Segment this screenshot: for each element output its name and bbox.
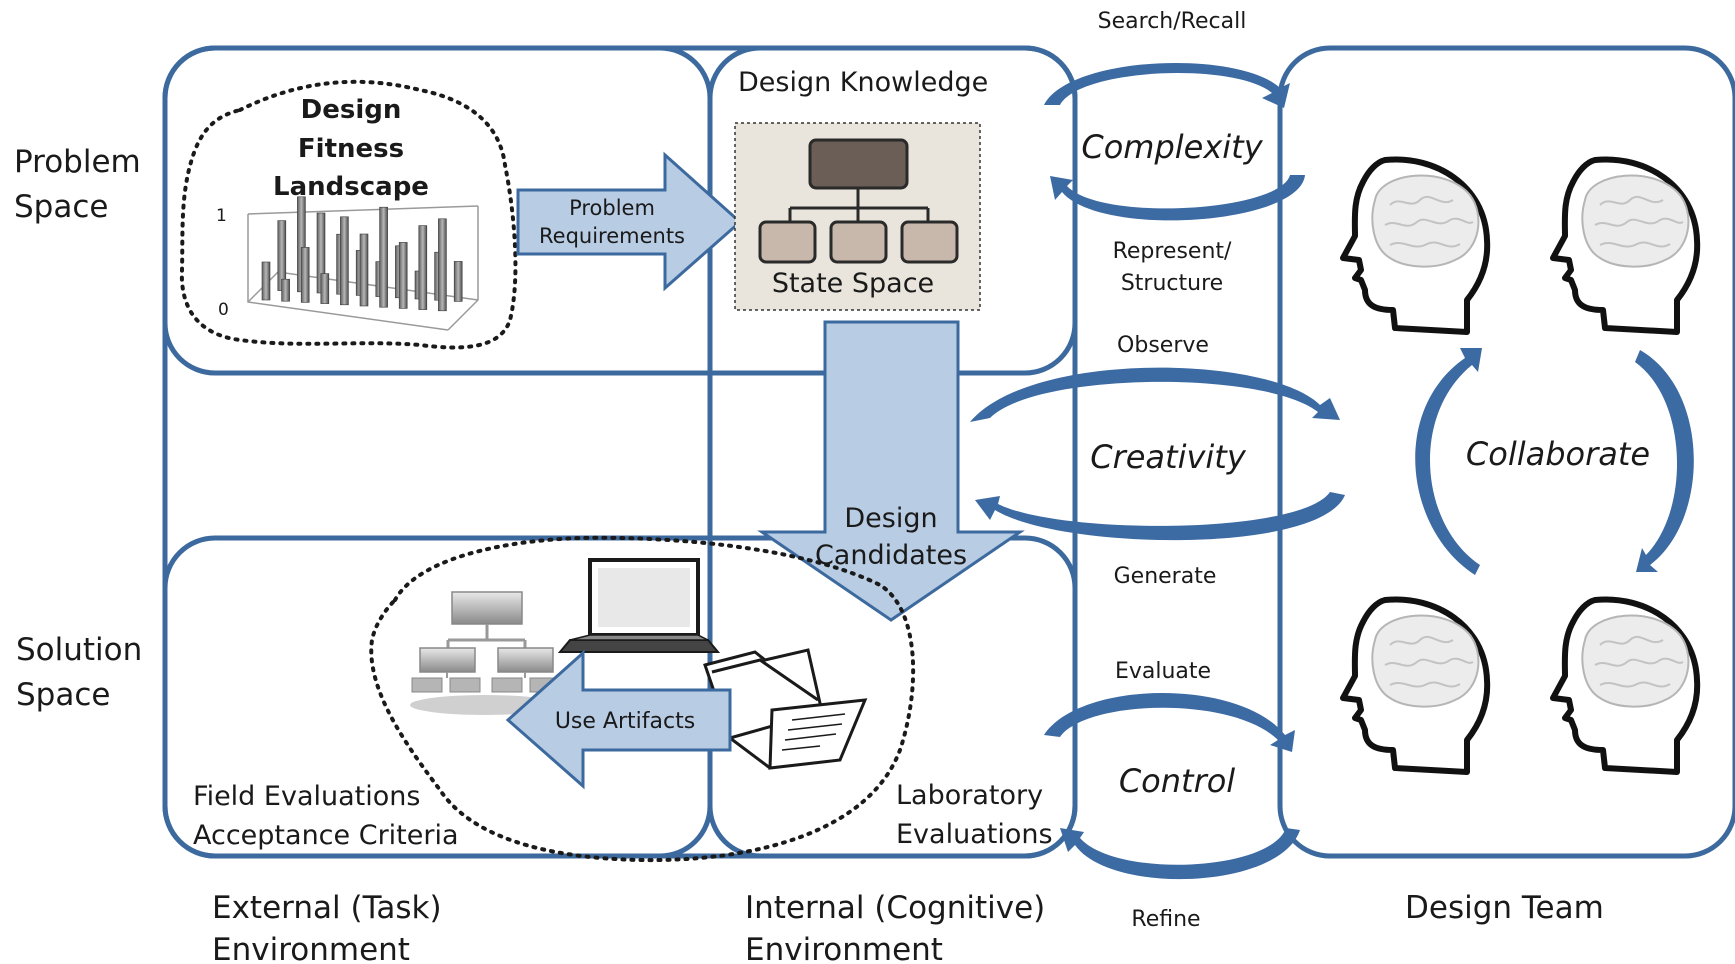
landscape-bar — [281, 278, 290, 302]
use-artifacts-label: Use Artifacts — [555, 709, 695, 734]
evaluate-label: Evaluate — [1115, 659, 1211, 684]
design-team-heads — [1340, 156, 1701, 775]
refine-label: Refine — [1131, 907, 1200, 932]
complexity-label: Complexity — [1081, 128, 1263, 166]
creativity-loop — [970, 367, 1345, 541]
landscape-bar — [300, 247, 310, 303]
collaborate-label: Collaborate — [1466, 435, 1650, 473]
landscape-bar — [379, 206, 388, 308]
landscape-bar — [359, 233, 369, 307]
landscape-bar — [438, 218, 447, 312]
design-knowledge-title: Design Knowledge — [738, 67, 988, 98]
design-team-frame — [1277, 45, 1735, 859]
landscape-bar — [340, 216, 349, 306]
laboratory-label: Laboratory — [896, 780, 1043, 811]
team-member-head-icon — [1340, 596, 1491, 775]
landscape-bar — [398, 242, 408, 309]
landscape-title-3: Landscape — [273, 172, 429, 202]
problem-space-label-2: Space — [14, 189, 108, 225]
artifacts-dotted-outline — [369, 535, 916, 863]
fitness-landscape: Design Fitness Landscape 1 0 — [179, 79, 518, 350]
design-team-label: Design Team — [1405, 890, 1604, 926]
landscape-title-1: Design — [301, 95, 402, 125]
problem-space-label-1: Problem — [14, 144, 141, 180]
laptop-icon — [557, 558, 721, 653]
landscape-bar — [453, 261, 463, 302]
design-candidates-arrow: Design Candidates — [757, 320, 1025, 622]
landscape-bars — [261, 196, 463, 312]
landscape-title-2: Fitness — [298, 134, 404, 164]
represent-label-2: Structure — [1121, 271, 1223, 296]
search-recall-label: Search/Recall — [1098, 9, 1247, 34]
field-evaluations-label: Field Evaluations — [193, 781, 420, 812]
design-candidates-label-1: Design — [844, 503, 937, 534]
folder-documents-icon — [703, 648, 868, 770]
team-member-head-icon — [1550, 596, 1701, 775]
problem-requirements-label-1: Problem — [569, 196, 655, 220]
internal-env-label-2: Environment — [745, 932, 943, 964]
control-loop — [1044, 692, 1300, 880]
artifacts-group — [369, 535, 916, 863]
solution-space-label-1: Solution — [16, 632, 142, 668]
acceptance-criteria-label: Acceptance Criteria — [193, 820, 459, 851]
creativity-label: Creativity — [1090, 438, 1247, 476]
landscape-axis-1: 1 — [216, 206, 227, 226]
external-env-label-1: External (Task) — [212, 890, 442, 926]
evaluations-label: Evaluations — [896, 819, 1053, 850]
state-space-label: State Space — [772, 268, 934, 299]
frames — [162, 45, 1735, 859]
design-candidates-label-2: Candidates — [815, 540, 967, 571]
generate-label: Generate — [1114, 564, 1217, 589]
external-env-label-2: Environment — [212, 932, 410, 964]
observe-label: Observe — [1117, 333, 1209, 358]
complexity-loop — [1044, 62, 1305, 221]
network-icon — [410, 591, 561, 715]
collaborate-loop — [1415, 348, 1694, 575]
problem-requirements-arrow: Problem Requirements — [516, 151, 743, 292]
state-space-panel: State Space — [734, 122, 981, 311]
hierarchy-icon — [758, 138, 959, 264]
internal-env-label-1: Internal (Cognitive) — [745, 890, 1045, 926]
landscape-bar — [320, 273, 330, 304]
team-member-head-icon — [1340, 156, 1491, 335]
landscape-bar — [261, 261, 271, 301]
control-label: Control — [1119, 762, 1235, 800]
problem-requirements-label-2: Requirements — [539, 224, 685, 248]
landscape-bar — [418, 225, 428, 310]
represent-label-1: Represent/ — [1113, 239, 1232, 264]
team-member-head-icon — [1550, 156, 1701, 335]
landscape-axis-0: 0 — [218, 300, 229, 320]
use-artifacts-arrow: Use Artifacts — [505, 649, 732, 790]
solution-space-label-2: Space — [16, 677, 110, 713]
problem-space-frame — [162, 45, 1078, 376]
